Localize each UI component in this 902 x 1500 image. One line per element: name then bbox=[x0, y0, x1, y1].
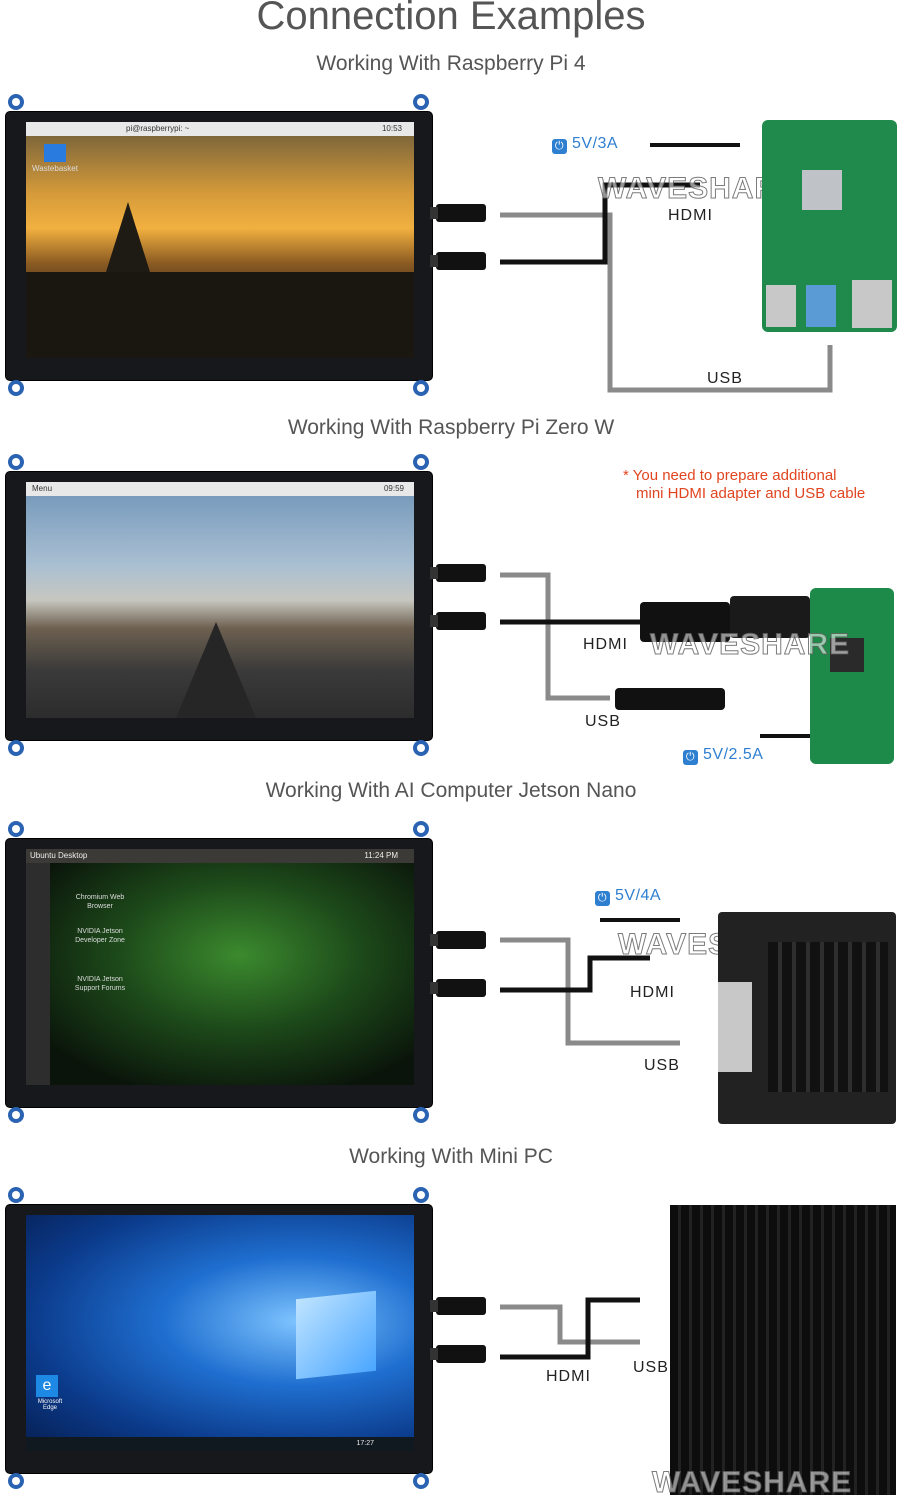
terminal-title: pi@raspberrypi: ~ bbox=[126, 124, 190, 133]
monitor-jetson: Ubuntu Desktop 11:24 PM Chromium Web Bro… bbox=[6, 821, 486, 1123]
ground bbox=[26, 272, 414, 358]
usb-label: USB bbox=[644, 1057, 680, 1074]
wastebasket-icon[interactable] bbox=[44, 144, 66, 162]
launcher-bar bbox=[26, 863, 50, 1085]
usb-label: USB bbox=[633, 1359, 669, 1376]
mount-tab bbox=[8, 1107, 24, 1123]
hdmi-label: HDMI bbox=[630, 984, 675, 1001]
mount-tab bbox=[413, 380, 429, 396]
heatsink bbox=[768, 942, 888, 1092]
usb3-ports bbox=[806, 285, 836, 327]
desktop-title: Ubuntu Desktop bbox=[30, 851, 88, 860]
hdmi-connector bbox=[730, 596, 810, 638]
hdmi-port bbox=[430, 252, 486, 270]
power-icon: ⏻ bbox=[595, 891, 610, 906]
taskbar: 17:27 bbox=[26, 1437, 414, 1451]
power-spec: ⏻5V/4A bbox=[595, 887, 661, 906]
monitor-pi4: pi@raspberrypi: ~ 10:53 Wastebasket bbox=[6, 94, 486, 396]
mount-tab bbox=[8, 380, 24, 396]
monitor-mini-pc: e Microsoft Edge 17:27 bbox=[6, 1187, 486, 1489]
desktop-icon-chromium[interactable]: Chromium Web Browser bbox=[75, 894, 125, 910]
monitor-pizero: Menu 09:59 bbox=[6, 454, 486, 756]
mini-hdmi-adapter bbox=[640, 602, 730, 642]
usb-port bbox=[430, 204, 486, 222]
page-title: Connection Examples bbox=[256, 0, 646, 38]
usb-port bbox=[430, 931, 486, 949]
clock: 09:59 bbox=[383, 484, 404, 493]
wastebasket-label: Wastebasket bbox=[32, 164, 78, 173]
taskbar: Menu 09:59 bbox=[26, 482, 414, 496]
mount-tab bbox=[413, 454, 429, 470]
hdmi-port bbox=[430, 1345, 486, 1363]
power-icon: ⏻ bbox=[552, 139, 567, 154]
hdmi-port bbox=[430, 612, 486, 630]
mount-tab bbox=[8, 821, 24, 837]
section-title-mini-pc: Working With Mini PC bbox=[349, 1145, 553, 1168]
section-title-pizero: Working With Raspberry Pi Zero W bbox=[287, 416, 615, 439]
mount-tab bbox=[8, 454, 24, 470]
mount-tab bbox=[413, 821, 429, 837]
ethernet-port bbox=[852, 280, 892, 328]
usb-label: USB bbox=[707, 370, 743, 387]
desktop-icon-developer-zone[interactable]: NVIDIA Jetson Developer Zone bbox=[75, 928, 125, 944]
screen-windows: e Microsoft Edge 17:27 bbox=[26, 1215, 414, 1451]
power-spec: ⏻5V/2.5A bbox=[683, 746, 763, 765]
usb-label: USB bbox=[585, 713, 621, 730]
mount-tab bbox=[413, 1187, 429, 1203]
raspberry-pi-4-board bbox=[762, 120, 897, 332]
mount-tab bbox=[413, 1107, 429, 1123]
hdmi-label: HDMI bbox=[583, 636, 628, 653]
usb-port bbox=[430, 1297, 486, 1315]
edge-icon[interactable]: e bbox=[36, 1375, 58, 1397]
edge-label: Microsoft Edge bbox=[37, 1399, 63, 1411]
mount-tab bbox=[8, 1473, 24, 1489]
hdmi-port bbox=[430, 979, 486, 997]
note-line-2: mini HDMI adapter and USB cable bbox=[636, 485, 866, 502]
power-spec: ⏻5V/3A bbox=[552, 135, 618, 154]
clock: 10:53 bbox=[381, 124, 402, 133]
section-title-pi4: Working With Raspberry Pi 4 bbox=[316, 52, 586, 75]
mount-tab bbox=[8, 740, 24, 756]
watermark: WAVESHARE bbox=[651, 1466, 853, 1500]
watermark: WAVESHARE bbox=[649, 628, 851, 662]
usb-ports bbox=[766, 285, 796, 327]
screen-road: Menu 09:59 bbox=[26, 482, 414, 718]
clock: 17:27 bbox=[356, 1440, 374, 1447]
usb-otg-adapter bbox=[615, 688, 725, 710]
io-ports bbox=[718, 982, 752, 1072]
mount-tab bbox=[413, 94, 429, 110]
raspberry-pi-zero-board bbox=[810, 588, 894, 764]
mount-tab bbox=[413, 740, 429, 756]
mini-pc-case bbox=[670, 1205, 896, 1495]
soc-chip bbox=[802, 170, 842, 210]
hdmi-label: HDMI bbox=[546, 1368, 591, 1385]
usb-port bbox=[430, 564, 486, 582]
screen-sunset: pi@raspberrypi: ~ 10:53 Wastebasket bbox=[26, 122, 414, 358]
taskbar: Ubuntu Desktop 11:24 PM bbox=[26, 849, 414, 863]
jetson-nano-board bbox=[718, 912, 896, 1124]
soc-chip bbox=[830, 638, 864, 672]
section-title-jetson: Working With AI Computer Jetson Nano bbox=[265, 779, 637, 802]
mount-tab bbox=[8, 1187, 24, 1203]
mount-tab bbox=[413, 1473, 429, 1489]
desktop-icon-support-forums[interactable]: NVIDIA Jetson Support Forums bbox=[74, 976, 126, 992]
taskbar: pi@raspberrypi: ~ 10:53 bbox=[26, 122, 414, 136]
windows-logo bbox=[296, 1290, 376, 1380]
power-icon: ⏻ bbox=[683, 750, 698, 765]
temple-shape bbox=[106, 202, 150, 272]
road-shape bbox=[176, 622, 256, 718]
screen-nvidia: Ubuntu Desktop 11:24 PM Chromium Web Bro… bbox=[26, 849, 414, 1085]
mount-tab bbox=[8, 94, 24, 110]
clock: 11:24 PM bbox=[364, 851, 398, 860]
hdmi-label: HDMI bbox=[668, 207, 713, 224]
note-line-1: * You need to prepare additional bbox=[623, 467, 837, 484]
menu-button[interactable]: Menu bbox=[32, 484, 53, 493]
